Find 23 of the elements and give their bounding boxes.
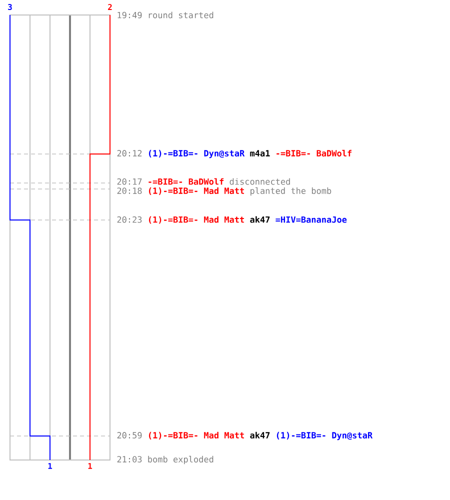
team-count: 1 bbox=[48, 463, 52, 469]
log-line: 20:59 (1)-=BIB=- Mad Matt ak47 (1)-=BIB=- Dyn@staR bbox=[117, 432, 373, 440]
label: m4a1 bbox=[250, 150, 270, 156]
log-line: 20:17 -=BIB=- BaDWolf disconnected bbox=[117, 178, 290, 185]
team-count: 1 bbox=[88, 463, 92, 469]
label: 20:59 bbox=[117, 432, 142, 438]
label: (1)-=BIB=- Mad Matt bbox=[148, 432, 244, 440]
label: ak47 bbox=[250, 432, 270, 438]
label: =HIV=BananaJoe bbox=[276, 216, 347, 223]
log-line: 21:03 bomb exploded bbox=[117, 456, 214, 464]
label: (1)-=BIB=- Dyn@staR bbox=[276, 432, 373, 440]
team-count: 3 bbox=[8, 4, 12, 10]
label: -=BIB=- BaDWolf bbox=[276, 150, 352, 156]
label: 20:12 bbox=[117, 150, 142, 156]
label: (1)-=BIB=- Mad Matt bbox=[148, 216, 244, 224]
log-line: 20:23 (1)-=BIB=- Mad Matt ak47 =HIV=BananaJoe bbox=[117, 216, 347, 224]
log-line: 20:18 (1)-=BIB=- Mad Matt planted the bomb bbox=[117, 187, 332, 196]
label: ak47 bbox=[250, 216, 270, 223]
log-line: 20:12 (1)-=BIB=- Dyn@staR m4a1 -=BIB=- BaDWolf bbox=[117, 150, 352, 158]
label: 20:23 bbox=[117, 216, 142, 223]
log-line: 19:49 round started bbox=[118, 12, 214, 18]
team-count: 2 bbox=[108, 4, 112, 10]
label: (1)-=BIB=- Dyn@staR bbox=[148, 150, 245, 158]
